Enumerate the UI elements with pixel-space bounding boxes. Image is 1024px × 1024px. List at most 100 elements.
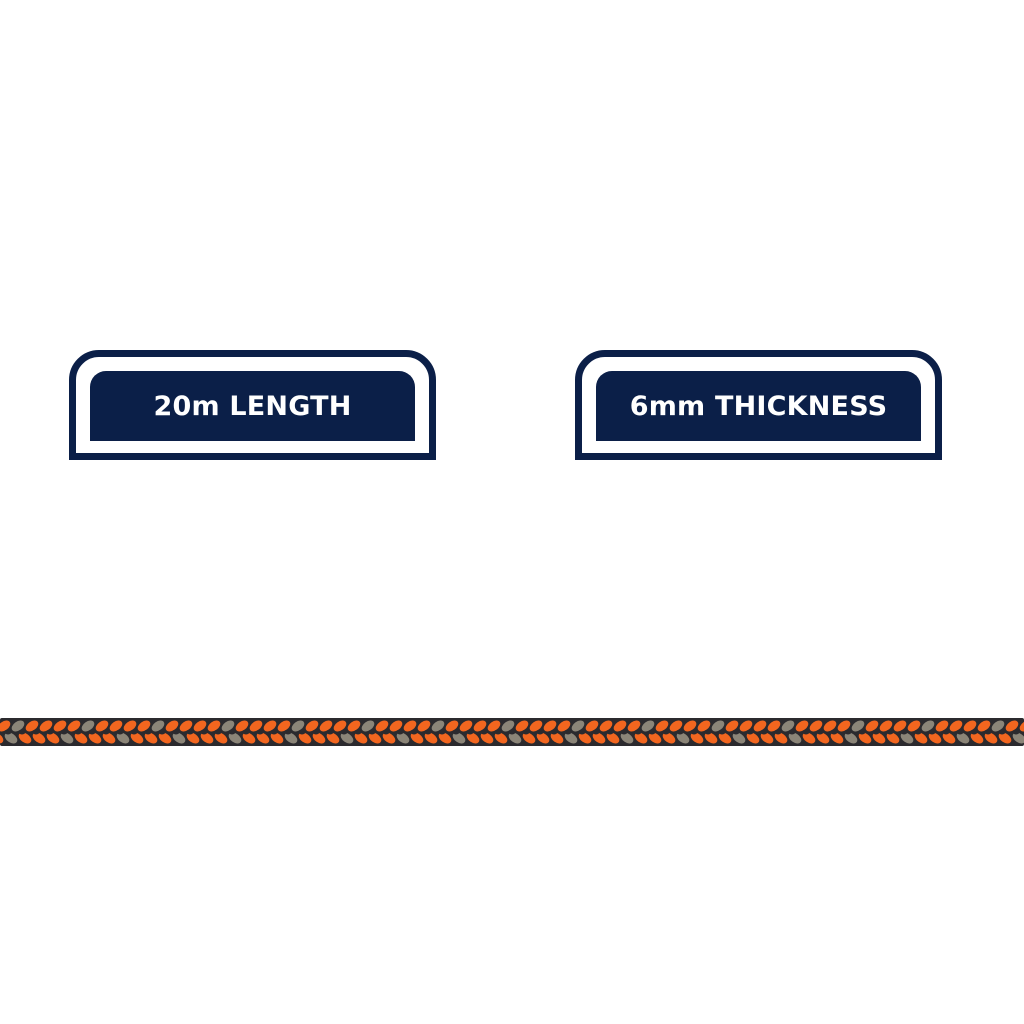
rope-strand bbox=[123, 720, 137, 732]
rope-shadow bbox=[774, 729, 782, 735]
rope-strand bbox=[585, 720, 599, 732]
rope-strand bbox=[557, 720, 571, 732]
rope-strand bbox=[669, 720, 683, 732]
rope-strand bbox=[1019, 720, 1024, 732]
rope-strand bbox=[375, 720, 389, 732]
rope-shadow bbox=[438, 729, 446, 735]
rope-strand bbox=[53, 720, 67, 732]
rope-shadow bbox=[452, 729, 460, 735]
rope-strand bbox=[641, 720, 655, 732]
rope-strand bbox=[578, 732, 592, 744]
rope-strand bbox=[928, 732, 942, 744]
rope-strand bbox=[571, 720, 585, 732]
rope-strand bbox=[389, 720, 403, 732]
rope-strand bbox=[67, 720, 81, 732]
rope-strand bbox=[620, 732, 634, 744]
rope-shadow bbox=[690, 729, 698, 735]
rope-strand bbox=[25, 720, 39, 732]
rope-strand bbox=[844, 732, 858, 744]
rope-strand bbox=[851, 720, 865, 732]
rope-strand bbox=[186, 732, 200, 744]
rope-strand bbox=[172, 732, 186, 744]
rope-shadow bbox=[144, 729, 152, 735]
rope-strand bbox=[606, 732, 620, 744]
rope-shadow bbox=[522, 729, 530, 735]
rope-shadow bbox=[284, 729, 292, 735]
rope-strand bbox=[893, 720, 907, 732]
rope-strand bbox=[697, 720, 711, 732]
rope-shadow bbox=[508, 729, 516, 735]
rope-shadow bbox=[32, 729, 40, 735]
rope-strand bbox=[823, 720, 837, 732]
rope-strand bbox=[1005, 720, 1019, 732]
rope-strand bbox=[0, 732, 4, 744]
rope-strand bbox=[116, 732, 130, 744]
rope-strand bbox=[431, 720, 445, 732]
rope-strand bbox=[60, 732, 74, 744]
rope-shadow bbox=[886, 729, 894, 735]
rope-strand bbox=[452, 732, 466, 744]
rope-shadow bbox=[858, 729, 866, 735]
rope-strand bbox=[473, 720, 487, 732]
rope-strand bbox=[718, 732, 732, 744]
rope-shadow bbox=[214, 729, 222, 735]
rope-strand bbox=[81, 720, 95, 732]
rope-strand bbox=[949, 720, 963, 732]
rope-strand bbox=[683, 720, 697, 732]
thickness-badge-panel: 6mm THICKNESS bbox=[596, 371, 921, 441]
rope-strand bbox=[564, 732, 578, 744]
rope-strand bbox=[704, 732, 718, 744]
rope-strand bbox=[487, 720, 501, 732]
rope-strand bbox=[984, 732, 998, 744]
length-label: 20m LENGTH bbox=[153, 390, 352, 422]
rope-strand bbox=[991, 720, 1005, 732]
rope-shadow bbox=[760, 729, 768, 735]
rope-strand bbox=[312, 732, 326, 744]
rope-strand bbox=[354, 732, 368, 744]
rope-shadow bbox=[298, 729, 306, 735]
rope-strand bbox=[0, 720, 11, 732]
rope-shadow bbox=[564, 729, 572, 735]
rope-strand bbox=[760, 732, 774, 744]
rope-shadow bbox=[242, 729, 250, 735]
rope-strand bbox=[221, 720, 235, 732]
rope-strand bbox=[228, 732, 242, 744]
rope-shadow bbox=[788, 729, 796, 735]
rope-shadow bbox=[88, 729, 96, 735]
rope-strand bbox=[298, 732, 312, 744]
rope-shadow bbox=[676, 729, 684, 735]
rope-strand bbox=[522, 732, 536, 744]
length-badge-panel: 20m LENGTH bbox=[90, 371, 415, 441]
rope-shadow bbox=[326, 729, 334, 735]
rope-strand bbox=[11, 720, 25, 732]
rope-shadow bbox=[900, 729, 908, 735]
rope-strand bbox=[466, 732, 480, 744]
rope-strand bbox=[543, 720, 557, 732]
rope-shadow bbox=[802, 729, 810, 735]
rope-strand bbox=[410, 732, 424, 744]
rope-shadow bbox=[270, 729, 278, 735]
rope-shadow bbox=[74, 729, 82, 735]
rope-strand bbox=[963, 720, 977, 732]
rope-shadow bbox=[200, 729, 208, 735]
rope-strand bbox=[256, 732, 270, 744]
rope-strand bbox=[725, 720, 739, 732]
rope-strand bbox=[900, 732, 914, 744]
rope-shadow bbox=[1012, 729, 1020, 735]
rope-strand bbox=[88, 732, 102, 744]
rope-strand bbox=[935, 720, 949, 732]
rope-strand bbox=[445, 720, 459, 732]
rope-shadow bbox=[830, 729, 838, 735]
rope-strand bbox=[746, 732, 760, 744]
rope-strand bbox=[634, 732, 648, 744]
rope-shadow bbox=[998, 729, 1006, 735]
rope-strand bbox=[193, 720, 207, 732]
rope-strand bbox=[977, 720, 991, 732]
rope-shadow bbox=[970, 729, 978, 735]
rope-shadow bbox=[60, 729, 68, 735]
rope-strand bbox=[802, 732, 816, 744]
rope-strand bbox=[774, 732, 788, 744]
rope-strand bbox=[284, 732, 298, 744]
rope-strand bbox=[1012, 732, 1024, 744]
rope-strand bbox=[46, 732, 60, 744]
